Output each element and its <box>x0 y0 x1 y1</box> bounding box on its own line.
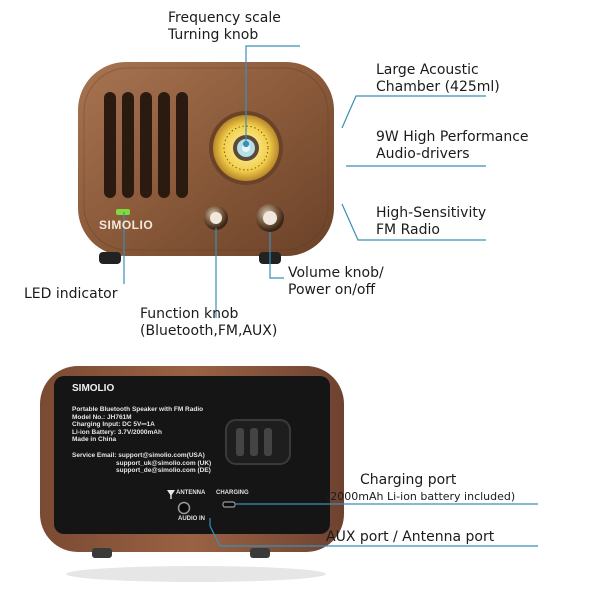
charging-port[interactable] <box>222 501 236 508</box>
aux-antenna-port-label: AUX port / Antenna port <box>326 529 495 545</box>
acoustic-chamber-volume-label: Chamber (425ml) <box>376 79 500 95</box>
spec-line: Charging Input: DC 5V⎓1A <box>72 421 155 429</box>
volume-knob-label: Volume knob/ <box>288 265 384 281</box>
back-radio-body <box>40 366 344 558</box>
charging-label: CHARGING <box>216 490 249 496</box>
function-modes-label: (Bluetooth,FM,AUX) <box>140 323 278 339</box>
spec-label: Portable Bluetooth Speaker with FM Radio… <box>72 406 203 444</box>
aux-antenna-port[interactable] <box>177 501 191 515</box>
turning-knob-label: Turning knob <box>168 27 259 43</box>
led-indicator-label: LED indicator <box>24 286 118 302</box>
service-line: support_uk@simolio.com (UK) <box>116 459 212 467</box>
power-label: Power on/off <box>288 282 376 298</box>
function-knob[interactable] <box>204 206 228 230</box>
service-line: Service Email: support@simolio.com(USA) <box>72 452 205 459</box>
volume-knob[interactable] <box>256 204 284 232</box>
acoustic-chamber-label: Large Acoustic <box>376 62 479 78</box>
service-email-block: Service Email: support@simolio.com(USA) … <box>72 452 211 475</box>
audio-drivers-sub-label: Audio-drivers <box>376 146 470 162</box>
charging-note-label: (2000mAh Li-ion battery included) <box>326 490 516 503</box>
antenna-label: ANTENNA <box>176 490 206 496</box>
function-knob-label: Function knob <box>140 306 239 322</box>
bass-port <box>225 419 291 465</box>
spec-line: Portable Bluetooth Speaker with FM Radio <box>72 406 204 413</box>
frequency-scale-label: Frequency scale <box>168 10 281 26</box>
spec-line: Model No.: JH761M <box>72 413 132 421</box>
back-brand-logo: SIMOLIO <box>72 383 115 394</box>
spec-line: Li-ion Battery: 3.7V/2000mAh <box>72 428 162 436</box>
charging-port-label: Charging port <box>360 472 457 488</box>
fm-radio-sub-label: FM Radio <box>376 222 440 238</box>
fm-radio-label: High-Sensitivity <box>376 205 487 221</box>
frequency-dial[interactable] <box>209 111 283 185</box>
service-line: support_de@simolio.com (DE) <box>116 467 211 475</box>
spec-line: Made in China <box>72 436 117 444</box>
back-callout-lines <box>209 503 538 547</box>
led-indicator <box>116 209 130 215</box>
speaker-grille <box>104 92 188 198</box>
front-callout-lines <box>123 45 486 318</box>
audio-drivers-label: 9W High Performance <box>376 129 529 145</box>
audio-in-label: AUDIO IN <box>178 516 205 522</box>
antenna-icon <box>167 490 175 499</box>
front-brand-logo: SIMOLIO <box>99 218 154 232</box>
